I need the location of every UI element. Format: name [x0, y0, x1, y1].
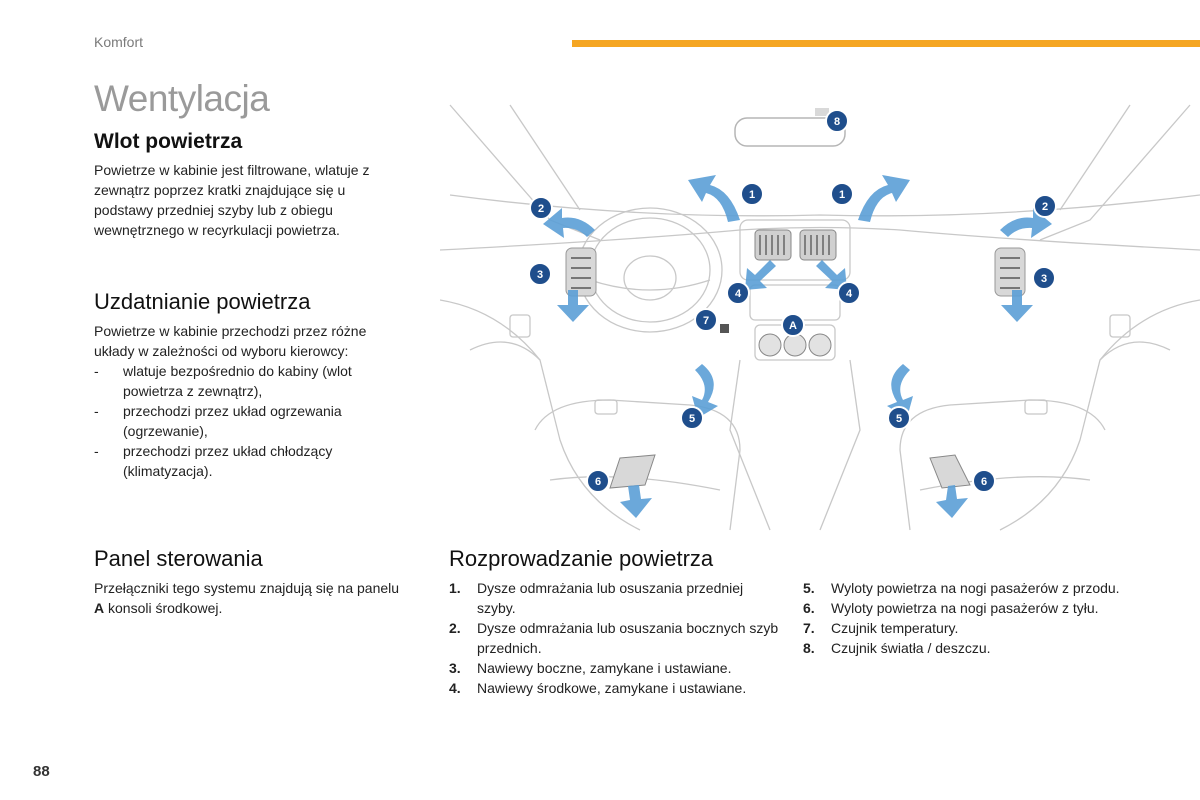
side-vent-left [566, 248, 596, 296]
item-text: Nawiewy środkowe, zamykane i ustawiane. [477, 680, 746, 696]
list-item: 7. Czujnik temperatury. [803, 618, 1133, 638]
svg-text:4: 4 [846, 288, 853, 300]
distribution-list-right: 5. Wyloty powietrza na nogi pasażerów z p… [803, 578, 1133, 658]
panel-letter: A [94, 600, 104, 616]
temperature-sensor [720, 324, 729, 333]
rear-foot-vent-right [930, 455, 970, 488]
badge-2-left: 2 [530, 197, 552, 219]
svg-text:3: 3 [537, 269, 543, 281]
section-label: Komfort [94, 34, 143, 50]
conditioning-list: wlatuje bezpośrednio do kabiny (wlot pow… [94, 361, 404, 481]
svg-text:3: 3 [1041, 273, 1047, 285]
svg-text:1: 1 [749, 189, 755, 201]
badge-6-right: 6 [973, 470, 995, 492]
ventilation-diagram: 1 1 2 2 3 3 4 4 5 5 6 6 7 8 A [440, 100, 1200, 532]
svg-text:2: 2 [538, 203, 544, 215]
item-number: 4. [449, 678, 461, 698]
item-number: 6. [803, 598, 815, 618]
svg-text:2: 2 [1042, 201, 1048, 213]
badge-3-right: 3 [1033, 267, 1055, 289]
panel-text: Przełączniki tego systemu znajdują się n… [94, 578, 404, 618]
badge-3-left: 3 [529, 263, 551, 285]
item-text: Wyloty powietrza na nogi pasażerów z tył… [831, 600, 1099, 616]
list-item: wlatuje bezpośrednio do kabiny (wlot pow… [94, 361, 404, 401]
list-item: 3. Nawiewy boczne, zamykane i ustawiane. [449, 658, 779, 678]
svg-text:1: 1 [839, 189, 845, 201]
badge-a: A [782, 314, 804, 336]
page-title: Wentylacja [94, 78, 269, 120]
arrow-rear-foot-right [936, 485, 968, 518]
badge-5-left: 5 [681, 407, 703, 429]
svg-text:8: 8 [834, 116, 840, 128]
badge-7: 7 [695, 309, 717, 331]
distribution-list-left: 1. Dysze odmrażania lub osuszania przedni… [449, 578, 779, 698]
item-number: 8. [803, 638, 815, 658]
car-interior-outline [440, 105, 1200, 530]
arrow-windshield-right [858, 175, 910, 222]
badge-8: 8 [826, 110, 848, 132]
conditioning-section: Powietrze w kabinie przechodzi przez róż… [94, 321, 404, 481]
conditioning-heading: Uzdatnianie powietrza [94, 289, 310, 315]
intake-heading: Wlot powietrza [94, 130, 242, 154]
side-vent-right [995, 248, 1025, 296]
list-item: 5. Wyloty powietrza na nogi pasażerów z p… [803, 578, 1133, 598]
list-item: 6. Wyloty powietrza na nogi pasażerów z t… [803, 598, 1133, 618]
badge-6-left: 6 [587, 470, 609, 492]
central-vents [755, 230, 836, 260]
list-item: 4. Nawiewy środkowe, zamykane i ustawiane… [449, 678, 779, 698]
list-item: 2. Dysze odmrażania lub osuszania bocznyc… [449, 618, 779, 658]
svg-text:5: 5 [689, 413, 695, 425]
page-number: 88 [33, 763, 50, 780]
item-number: 1. [449, 578, 461, 598]
badge-1-left: 1 [741, 183, 763, 205]
badge-2-right: 2 [1034, 195, 1056, 217]
item-text: Nawiewy boczne, zamykane i ustawiane. [477, 660, 731, 676]
intake-text: Powietrze w kabinie jest filtrowane, wla… [94, 160, 394, 240]
header-accent-bar [572, 40, 1200, 47]
panel-text-end: konsoli środkowej. [104, 600, 222, 616]
list-item: 1. Dysze odmrażania lub osuszania przedni… [449, 578, 779, 618]
climate-control-panel [759, 334, 831, 356]
item-text: Dysze odmrażania lub osuszania bocznych … [477, 620, 778, 656]
diagram-badges: 1 1 2 2 3 3 4 4 5 5 6 6 7 8 A [529, 110, 1056, 492]
badge-4-left: 4 [727, 282, 749, 304]
svg-text:A: A [789, 320, 797, 332]
item-text: Dysze odmrażania lub osuszania przedniej… [477, 580, 743, 616]
item-text: Czujnik temperatury. [831, 620, 958, 636]
arrow-rear-foot-left [620, 485, 652, 518]
list-item: przechodzi przez układ ogrzewania (ogrze… [94, 401, 404, 441]
item-text: Czujnik światła / deszczu. [831, 640, 991, 656]
item-number: 2. [449, 618, 461, 638]
svg-text:6: 6 [981, 476, 987, 488]
svg-text:5: 5 [896, 413, 902, 425]
badge-5-right: 5 [888, 407, 910, 429]
badge-4-right: 4 [838, 282, 860, 304]
list-item: przechodzi przez układ chłodzący (klimat… [94, 441, 404, 481]
item-number: 7. [803, 618, 815, 638]
conditioning-intro: Powietrze w kabinie przechodzi przez róż… [94, 321, 404, 361]
svg-text:7: 7 [703, 315, 709, 327]
svg-text:6: 6 [595, 476, 601, 488]
badge-1-right: 1 [831, 183, 853, 205]
item-number: 3. [449, 658, 461, 678]
rear-foot-vent-left [610, 455, 655, 488]
panel-heading: Panel sterowania [94, 546, 263, 572]
distribution-heading: Rozprowadzanie powietrza [449, 546, 713, 572]
svg-text:4: 4 [735, 288, 742, 300]
list-item: 8. Czujnik światła / deszczu. [803, 638, 1133, 658]
panel-text-start: Przełączniki tego systemu znajdują się n… [94, 580, 399, 596]
item-number: 5. [803, 578, 815, 598]
item-text: Wyloty powietrza na nogi pasażerów z prz… [831, 580, 1120, 596]
